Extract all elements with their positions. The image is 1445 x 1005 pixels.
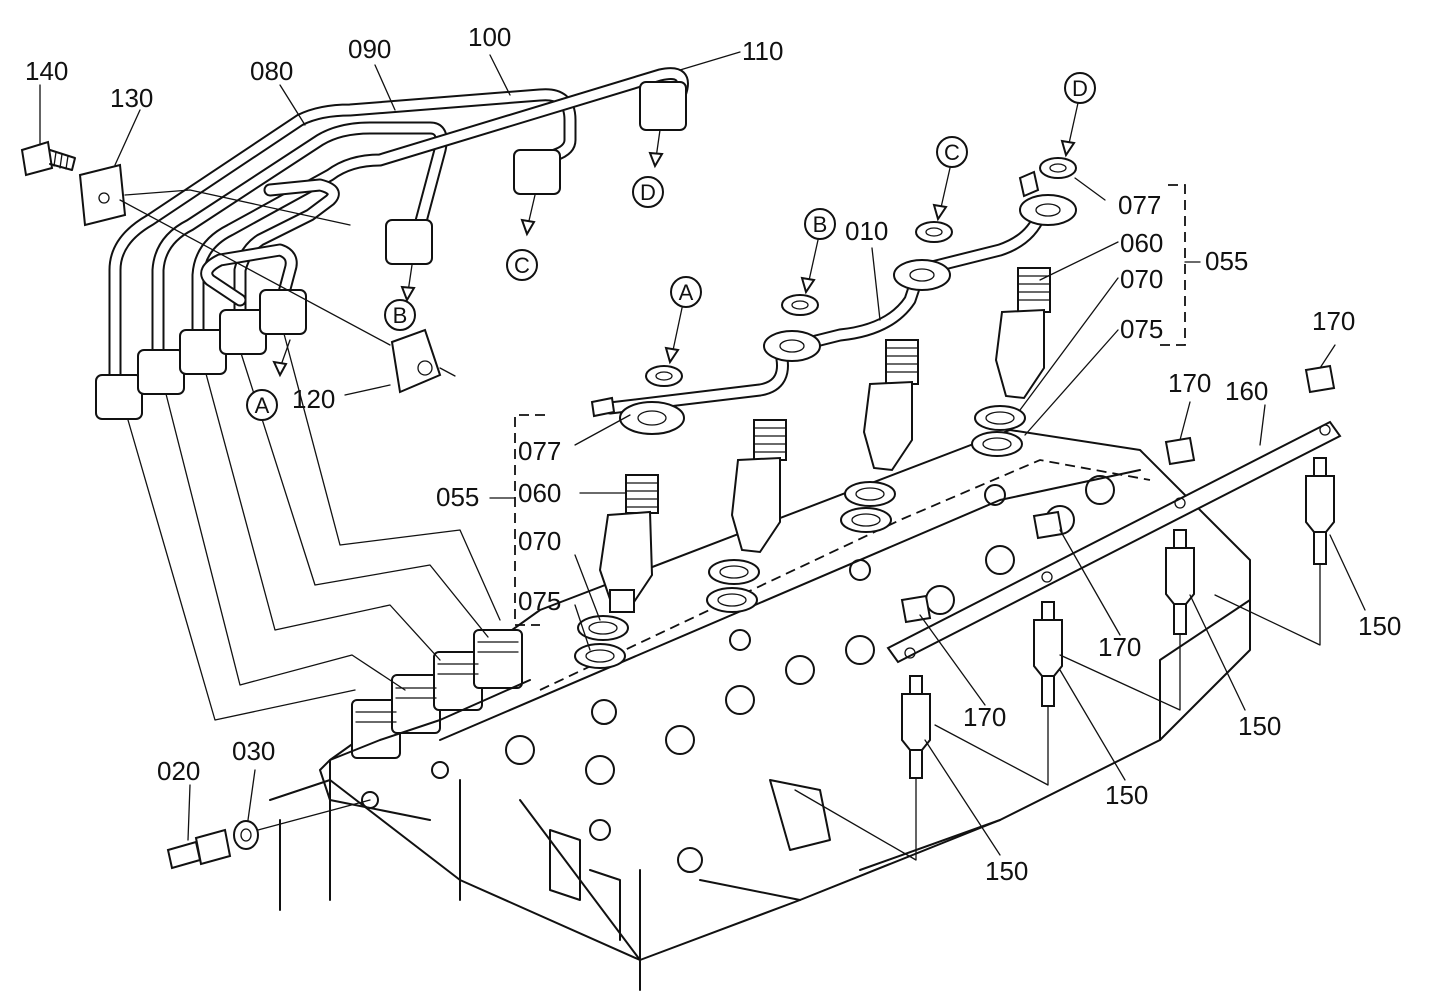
label-077-right: 077 [1118, 190, 1161, 220]
marker-c-pipe: C [506, 249, 538, 281]
label-010: 010 [845, 216, 888, 246]
label-020: 020 [157, 756, 200, 786]
glow-plugs-150 [901, 457, 1335, 779]
label-150-1: 150 [1358, 611, 1401, 641]
svg-text:A: A [255, 393, 270, 418]
label-150-2: 150 [1238, 711, 1281, 741]
seals-070-075 [574, 405, 1026, 669]
leak-off-pipe-010 [590, 170, 1077, 435]
washers-077 [645, 157, 1077, 387]
label-030: 030 [232, 736, 275, 766]
marker-a-leak: A [670, 276, 702, 308]
svg-text:B: B [813, 212, 828, 237]
label-075-right: 075 [1120, 314, 1163, 344]
marker-arrows [272, 102, 1079, 378]
label-077-left: 077 [518, 436, 561, 466]
circle-markers: A B C D A B C D [246, 72, 1096, 421]
injection-pipes [95, 67, 689, 420]
label-140: 140 [25, 56, 68, 86]
label-080: 080 [250, 56, 293, 86]
svg-text:D: D [640, 180, 656, 205]
part-labels: 140 130 080 090 100 110 120 010 077 055 … [25, 22, 1401, 886]
marker-c-leak: C [936, 136, 968, 168]
label-170-mid: 170 [1098, 632, 1141, 662]
label-160: 160 [1225, 376, 1268, 406]
label-075-left: 075 [518, 586, 561, 616]
marker-d-pipe: D [632, 176, 664, 208]
marker-b-leak: B [804, 208, 836, 240]
leader-lines [39, 51, 1366, 856]
svg-text:D: D [1072, 76, 1088, 101]
label-170-low: 170 [963, 702, 1006, 732]
label-170-top: 170 [1312, 306, 1355, 336]
label-055-right: 055 [1205, 246, 1248, 276]
label-070-right: 070 [1120, 264, 1163, 294]
bracket-055-left [514, 414, 545, 626]
label-055-left: 055 [436, 482, 479, 512]
label-090: 090 [348, 34, 391, 64]
nozzles-060 [598, 267, 1051, 613]
bracket-055-right [1160, 184, 1186, 346]
label-100: 100 [468, 22, 511, 52]
marker-a-pipe: A [246, 389, 278, 421]
glow-guide-lines [794, 563, 1321, 861]
label-120: 120 [292, 384, 335, 414]
label-110: 110 [742, 36, 783, 66]
label-060-right: 060 [1120, 228, 1163, 258]
fitting-020-030 [166, 799, 371, 870]
label-170-upper: 170 [1168, 368, 1211, 398]
pipe-guide-lines [127, 329, 501, 721]
pump-outlets [319, 629, 531, 821]
marker-b-pipe: B [384, 299, 416, 331]
label-150-3: 150 [1105, 780, 1148, 810]
svg-text:C: C [514, 253, 530, 278]
label-060-left: 060 [518, 478, 561, 508]
bolt-140 [20, 140, 76, 177]
svg-text:A: A [679, 280, 694, 305]
clamp-130 [78, 163, 127, 227]
svg-text:C: C [944, 140, 960, 165]
label-150-4: 150 [985, 856, 1028, 886]
svg-text:B: B [393, 303, 408, 328]
label-070-left: 070 [518, 526, 561, 556]
nuts-170 [900, 364, 1336, 624]
clamp-120 [390, 328, 442, 394]
glow-lead-160 [886, 420, 1342, 664]
marker-d-leak: D [1064, 72, 1096, 104]
label-130: 130 [110, 83, 153, 113]
